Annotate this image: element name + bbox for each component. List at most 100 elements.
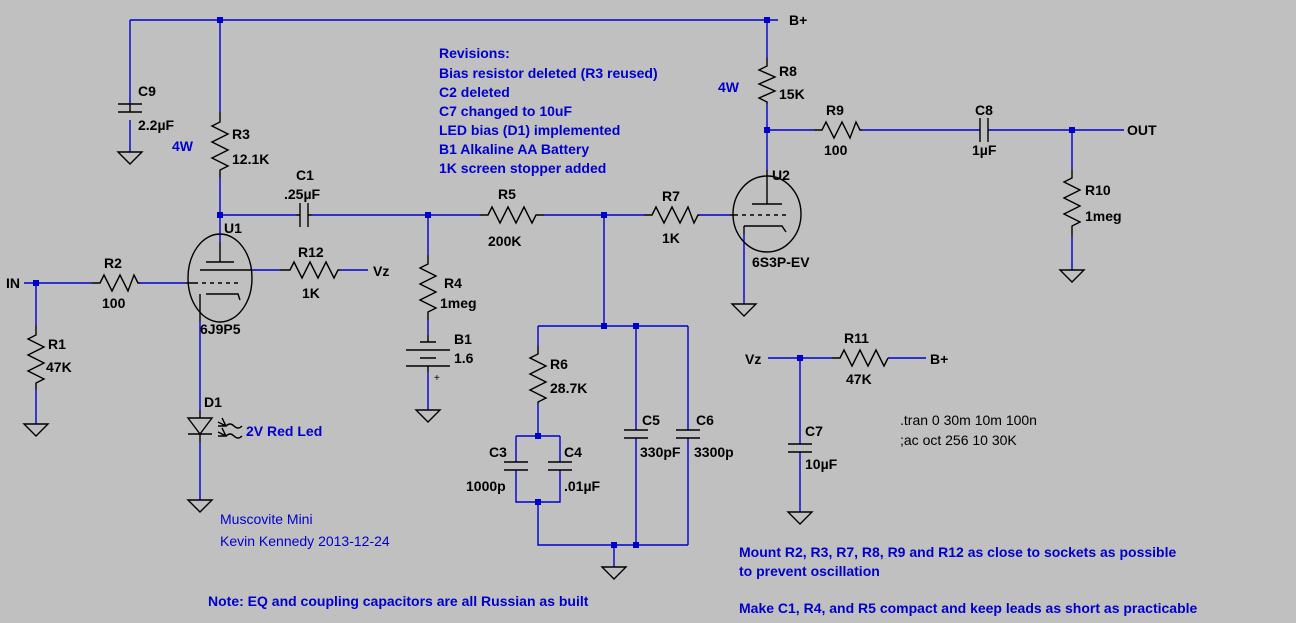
tube-u1-symbol <box>186 233 253 323</box>
c3-ref: C3 <box>489 444 507 460</box>
revision-line: B1 Alkaline AA Battery <box>439 141 589 157</box>
resistor-r5-symbol <box>480 205 544 225</box>
resistor-r10-symbol <box>1062 170 1082 236</box>
capacitor-c6-symbol <box>676 429 700 439</box>
r6-value: 28.7K <box>550 380 587 396</box>
resistor-r7-symbol <box>644 205 700 225</box>
resistor-r2-symbol <box>92 273 140 293</box>
note-mount-line1: Mount R2, R3, R7, R8, R9 and R12 as clos… <box>739 544 1176 560</box>
net-label-vz-u1: Vz <box>373 263 389 279</box>
net-label-in: IN <box>6 275 20 291</box>
u1-ref: U1 <box>224 220 242 236</box>
d1-ref: D1 <box>204 394 222 410</box>
net-label-bplus-top: B+ <box>789 12 807 28</box>
c3-value: 1000p <box>466 478 506 494</box>
capacitor-c3-symbol <box>504 461 528 471</box>
net-label-out: OUT <box>1127 122 1157 138</box>
ground-symbols <box>22 151 1086 580</box>
junctions <box>33 17 1075 548</box>
r3-ref: R3 <box>232 126 250 142</box>
battery-b1-symbol: + <box>406 335 450 384</box>
r7-value: 1K <box>662 230 680 246</box>
r1-value: 47K <box>46 359 72 375</box>
c8-ref: C8 <box>975 102 993 118</box>
resistor-r6-symbol <box>528 346 548 404</box>
r6-ref: R6 <box>550 356 568 372</box>
b1-value: 1.6 <box>454 350 474 366</box>
r11-ref: R11 <box>844 330 869 346</box>
capacitor-c9-symbol <box>118 103 142 113</box>
capacitor-c1-symbol <box>296 203 312 227</box>
r3-power: 4W <box>172 138 194 154</box>
r5-ref: R5 <box>498 186 516 202</box>
r8-power: 4W <box>718 79 740 95</box>
spice-directive-ac: ;ac oct 256 10 30K <box>900 432 1017 448</box>
u1-value: 6J9P5 <box>200 321 241 337</box>
r5-value: 200K <box>488 233 521 249</box>
r12-value: 1K <box>302 285 320 301</box>
c5-value: 330pF <box>640 444 681 460</box>
c5-ref: C5 <box>642 412 660 428</box>
capacitor-c8-symbol <box>979 118 989 142</box>
spice-directive-tran: .tran 0 30m 10m 100n <box>900 412 1037 428</box>
resistor-r1-symbol <box>26 325 46 390</box>
r3-value: 12.1K <box>232 151 269 167</box>
revision-line: LED bias (D1) implemented <box>439 122 620 138</box>
net-label-vz-r11: Vz <box>745 351 761 367</box>
c7-ref: C7 <box>805 423 823 439</box>
c1-value: .25µF <box>284 186 321 202</box>
resistor-r12-symbol <box>280 260 340 280</box>
resistor-r3-symbol <box>210 112 230 178</box>
revision-line: 1K screen stopper added <box>439 160 606 176</box>
r9-value: 100 <box>824 142 848 158</box>
u2-ref: U2 <box>772 167 790 183</box>
c1-ref: C1 <box>296 167 314 183</box>
c9-ref: C9 <box>138 83 156 99</box>
note-coupling: Note: EQ and coupling capacitors are all… <box>208 593 589 609</box>
r10-value: 1meg <box>1085 208 1122 224</box>
r12-ref: R12 <box>298 244 324 260</box>
c4-ref: C4 <box>564 444 582 460</box>
capacitor-c7-symbol <box>788 443 812 453</box>
c4-value: .01µF <box>564 478 601 494</box>
c6-value: 3300p <box>694 444 734 460</box>
c6-ref: C6 <box>696 412 714 428</box>
r7-ref: R7 <box>662 188 680 204</box>
r9-ref: R9 <box>826 102 844 118</box>
r2-value: 100 <box>102 295 126 311</box>
r10-ref: R10 <box>1085 182 1111 198</box>
net-label-bplus-r11: B+ <box>930 351 948 367</box>
revision-line: C2 deleted <box>439 84 510 100</box>
resistor-r11-symbol <box>832 348 889 368</box>
battery-b1-polarity: + <box>434 373 440 384</box>
resistor-r8-symbol <box>757 58 777 104</box>
tube-u2-symbol <box>730 170 802 253</box>
resistor-r4-symbol <box>418 255 438 320</box>
c9-value: 2.2µF <box>138 117 175 133</box>
r2-ref: R2 <box>104 255 122 271</box>
revisions-block: Revisions: Bias resistor deleted (R3 reu… <box>439 45 658 176</box>
revision-line: C7 changed to 10uF <box>439 103 572 119</box>
c7-value: 10µF <box>805 456 838 472</box>
capacitor-c4-symbol <box>548 461 572 471</box>
r11-value: 47K <box>846 371 872 387</box>
capacitor-c5-symbol <box>624 429 648 439</box>
revision-line: Bias resistor deleted (R3 reused) <box>439 65 658 81</box>
wires <box>24 19 1124 567</box>
resistor-r9-symbol <box>814 120 862 140</box>
r4-ref: R4 <box>444 275 462 291</box>
r8-ref: R8 <box>779 63 797 79</box>
d1-value: 2V Red Led <box>246 423 322 439</box>
c8-value: 1µF <box>972 142 997 158</box>
revisions-title: Revisions: <box>439 45 510 61</box>
b1-ref: B1 <box>454 331 472 347</box>
u2-value: 6S3P-EV <box>752 254 810 270</box>
r1-ref: R1 <box>48 336 66 352</box>
credit-title: Muscovite Mini <box>220 511 313 527</box>
note-compact: Make C1, R4, and R5 compact and keep lea… <box>739 600 1198 616</box>
note-mount-line2: to prevent oscillation <box>739 563 880 579</box>
r4-value: 1meg <box>440 295 477 311</box>
credit-author: Kevin Kennedy 2013-12-24 <box>220 533 390 549</box>
led-d1-symbol <box>186 410 243 442</box>
